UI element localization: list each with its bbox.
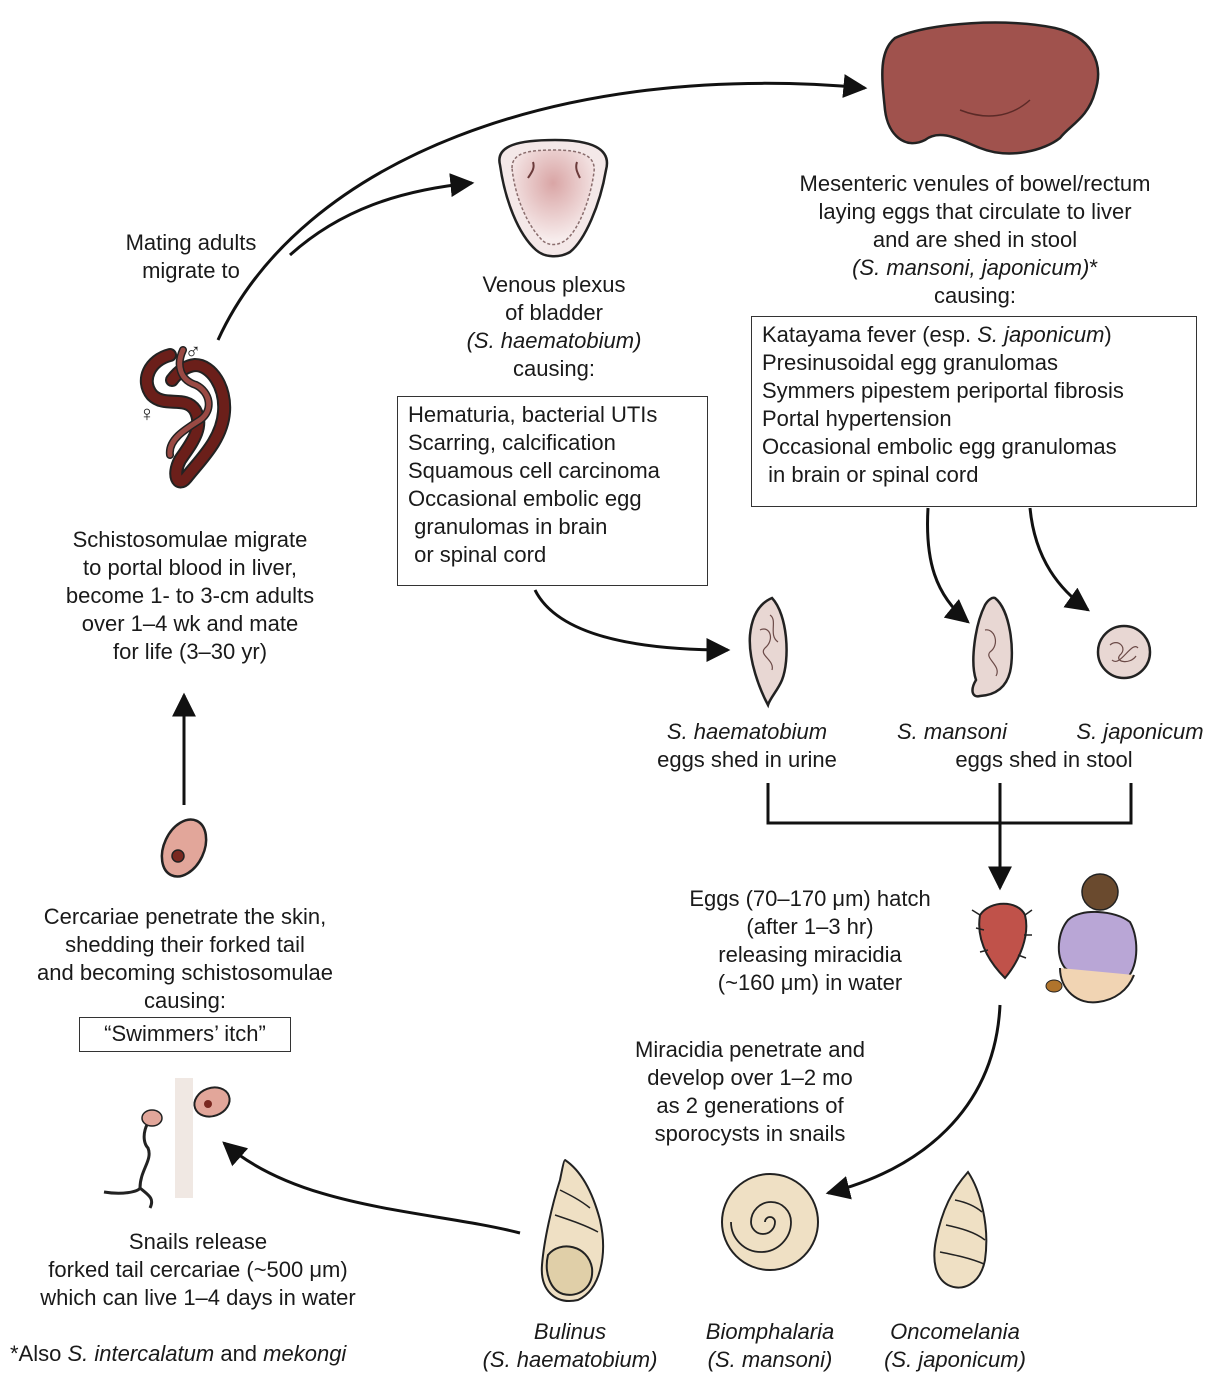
arrow-liver-to-mansoni-egg: [926, 507, 970, 624]
arrow-to-bladder: [288, 173, 475, 257]
arrow-to-liver: [216, 74, 868, 341]
snails-release-label: Snails release forked tail cercariae (~5…: [40, 1229, 356, 1310]
male-symbol: ♂: [184, 339, 202, 364]
liver-illustration: [881, 21, 1100, 155]
egg-haematobium-note: eggs shed in urine: [657, 747, 837, 772]
arrow-liver-to-japonicum-egg: [1028, 507, 1090, 612]
snail-oncomelania-illustration: [933, 1170, 988, 1289]
boy-illustration: [1045, 873, 1138, 1004]
snail-bulinus-label: Bulinus (S. haematobium): [482, 1319, 658, 1372]
swimmers-itch-box: “Swimmers’ itch”: [79, 1017, 291, 1052]
arrow-bladder-to-egg: [533, 589, 731, 662]
egg-haematobium-name: S. haematobium: [666, 719, 828, 744]
cercariae-label: Cercariae penetrate the skin, shedding t…: [37, 904, 333, 1013]
bladder-effects-box: Hematuria, bacterial UTIs Scarring, calc…: [397, 396, 708, 586]
snail-oncomelania-label: Oncomelania (S. japonicum): [884, 1319, 1026, 1372]
cercaria-skin-illustration: [103, 1078, 231, 1209]
egg-japonicum-name: S. japonicum: [1076, 719, 1204, 744]
schistosomulae-label: Schistosomulae migrate to portal blood i…: [65, 527, 315, 664]
mating-label: Mating adults migrate to: [125, 230, 257, 283]
schistosomulum-illustration: [160, 818, 208, 878]
schistosome-worms-illustration: [139, 346, 232, 489]
liver-effects-box: Katayama fever (esp. S. japonicum) Presi…: [751, 316, 1197, 507]
egg-haematobium-illustration: [748, 596, 788, 709]
female-symbol: ♀: [138, 401, 156, 426]
footnote: *Also S. intercalatum and mekongi: [10, 1341, 347, 1366]
snail-biomphalaria-label: Biomphalaria (S. mansoni): [705, 1319, 835, 1372]
egg-mansoni-name: S. mansoni: [896, 719, 1008, 744]
liver-label: Mesenteric venules of bowel/rectum layin…: [799, 171, 1151, 308]
snail-biomphalaria-illustration: [721, 1173, 819, 1271]
arrow-snail-to-cercariae: [222, 1141, 521, 1235]
snail-bulinus-illustration: [540, 1158, 604, 1302]
arrow-to-snail: [825, 1004, 1002, 1200]
miracidium-illustration: [971, 902, 1033, 980]
hatch-label: Eggs (70–170 μm) hatch (after 1–3 hr) re…: [689, 886, 931, 995]
miracidia-label: Miracidia penetrate and develop over 1–2…: [635, 1037, 865, 1146]
egg-japonicum-illustration: [1096, 624, 1152, 680]
bladder-illustration: [498, 138, 609, 258]
bladder-label: Venous plexus of bladder (S. haematobium…: [466, 272, 642, 381]
egg-mansoni-illustration: [971, 596, 1014, 698]
egg-bracket: [766, 783, 1133, 825]
egg-stool-note: eggs shed in stool: [955, 747, 1133, 772]
